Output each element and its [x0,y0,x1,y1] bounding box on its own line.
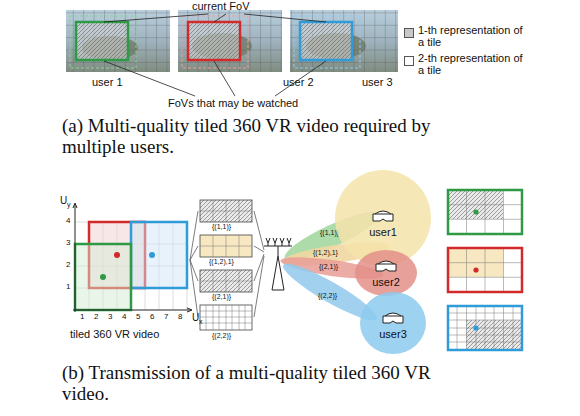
plot-title: tiled 360 VR video [70,328,159,340]
caption: (b) Transmission of a multi-quality tile… [62,363,482,405]
coverage-ellipse [360,292,426,354]
tick-number: 2 [94,313,98,322]
tile-tag: {(1,1)} [212,223,231,231]
tick-number: 7 [164,313,168,322]
tick-number: 3 [108,313,112,322]
user-label: user 1 [92,76,123,88]
tile-tag: {(2,2)} [212,332,231,340]
tick-number: 4 [122,313,126,322]
tile-groups [190,200,264,330]
tick-number: 5 [136,313,140,322]
leader-lines [104,14,326,96]
callout-label: current FoV [192,0,249,12]
tick-number: 4 [66,217,70,226]
tick-number: 2 [66,261,70,270]
tick-number: 3 [66,239,70,248]
user-label: user 2 [283,76,314,88]
beam-label: {(2,2)} [318,292,337,300]
tick-number: 6 [150,313,154,322]
caption: (a) Multi-quality tiled 360 VR video req… [62,116,482,158]
legend-swatch [404,56,414,66]
callout-label: FoVs that may be watched [168,97,298,109]
tick-number: 1 [66,283,70,292]
axis-label: U [60,195,67,206]
user-coverage: user3 [360,292,426,354]
received-tiles [448,190,522,350]
legend-text: 1-th representation of a tile [418,24,530,48]
tile-plot [73,203,192,312]
user-coverage: user2 [355,250,417,296]
user-name: user3 [379,328,407,340]
tick-number: 1 [80,313,84,322]
user-name: user1 [369,226,397,238]
legend-text: 2-th representation of a tile [418,52,530,76]
tile-tag: {(2,1)} [212,293,231,301]
axis-label: U [192,312,199,323]
tile-tag: {(1,2),1} [209,258,234,266]
beam-label: {(2,1)} [319,263,338,271]
axis-subscript: x [199,318,203,326]
axis-subscript: y [67,201,71,209]
panorama-strip [66,10,398,72]
tick-number: 8 [178,313,182,322]
beam-label: {(1,2),1} [313,249,338,257]
user-label: user 3 [362,76,393,88]
legend-swatch [404,28,414,38]
coverage-ellipse [355,250,417,296]
user-name: user2 [372,276,400,288]
beam-label: {(1,1)} [320,229,339,237]
